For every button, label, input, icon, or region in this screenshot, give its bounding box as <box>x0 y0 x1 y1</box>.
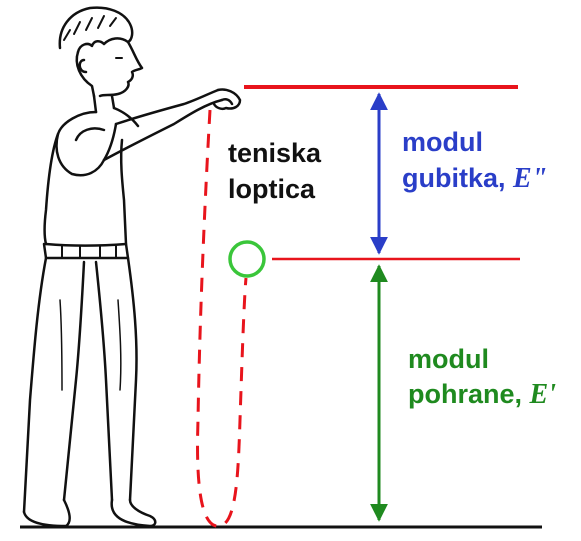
loss-modulus-label-line2: gubitka, E" <box>402 165 547 193</box>
ball-trajectory <box>196 109 248 528</box>
loss-modulus-label-line1: modul <box>402 127 483 157</box>
loss-modulus-word: gubitka, <box>402 163 506 193</box>
storage-modulus-symbol: E' <box>529 379 556 410</box>
ball-label-line1: teniska <box>228 138 322 168</box>
loss-modulus-symbol: E" <box>513 163 548 194</box>
ball-label-line2: loptica <box>228 174 316 204</box>
storage-modulus-label-line2: pohrane, E' <box>408 381 556 409</box>
person-figure <box>22 6 242 528</box>
storage-modulus-word: pohrane, <box>408 379 523 409</box>
storage-modulus-label-line1: modul <box>408 344 489 374</box>
tennis-ball <box>228 240 266 278</box>
